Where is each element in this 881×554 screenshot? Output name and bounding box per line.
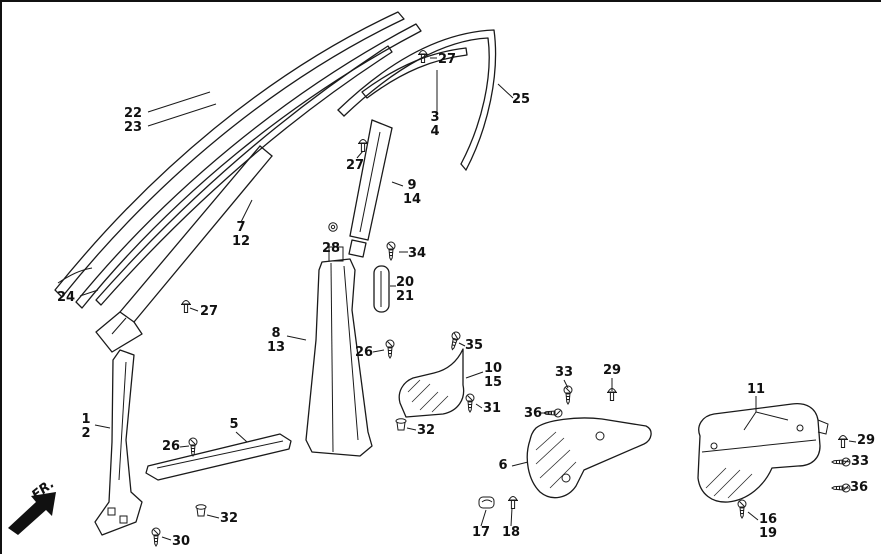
pillar-bracket bbox=[373, 265, 390, 313]
screw-icon bbox=[385, 339, 395, 359]
leader-lines bbox=[79, 57, 857, 541]
rear-armrest-bracket bbox=[697, 402, 829, 503]
callout-28: 28 bbox=[322, 241, 340, 256]
fr-direction-arrow: FR. bbox=[8, 477, 57, 535]
callout-26: 26 bbox=[162, 439, 180, 454]
callout-34: 34 bbox=[408, 246, 426, 261]
callout-27: 27 bbox=[346, 158, 364, 173]
screw-icon bbox=[188, 437, 198, 457]
trim-cap bbox=[478, 496, 495, 509]
callout-9: 9 bbox=[407, 178, 416, 193]
callout-12: 12 bbox=[232, 234, 250, 249]
screw-icon bbox=[448, 330, 462, 352]
callout-17: 17 bbox=[472, 525, 490, 540]
callout-25: 25 bbox=[512, 92, 530, 107]
callout-10: 10 bbox=[484, 361, 502, 376]
callout-29: 29 bbox=[857, 433, 875, 448]
callout-4: 4 bbox=[430, 124, 439, 139]
callout-18: 18 bbox=[502, 525, 520, 540]
clip-fastener-icon bbox=[180, 300, 192, 313]
callout-1: 1 bbox=[81, 412, 90, 427]
callout-26: 26 bbox=[355, 345, 373, 360]
center-pillar-lower-garnish bbox=[305, 246, 373, 457]
roof-side-moldings bbox=[54, 11, 422, 309]
screw-icon bbox=[737, 499, 747, 519]
callout-33: 33 bbox=[555, 365, 573, 380]
callout-29: 29 bbox=[603, 363, 621, 378]
callout-11: 11 bbox=[747, 382, 765, 397]
callout-21: 21 bbox=[396, 289, 414, 304]
callout-32: 32 bbox=[220, 511, 238, 526]
front-side-trim bbox=[94, 349, 143, 536]
callout-20: 20 bbox=[396, 275, 414, 290]
callout-13: 13 bbox=[267, 340, 285, 355]
center-pillar-upper-garnish bbox=[348, 119, 393, 258]
callout-14: 14 bbox=[403, 192, 421, 207]
callout-33: 33 bbox=[851, 454, 869, 469]
callout-35: 35 bbox=[465, 338, 483, 353]
callout-36: 36 bbox=[524, 406, 542, 421]
screw-icon bbox=[465, 393, 475, 413]
door-opening-trim bbox=[337, 29, 497, 171]
callout-32: 32 bbox=[417, 423, 435, 438]
callout-16: 16 bbox=[759, 512, 777, 527]
callout-22: 22 bbox=[124, 106, 142, 121]
screw-icon bbox=[386, 241, 396, 261]
clip-fastener-icon bbox=[507, 496, 519, 509]
callout-6: 6 bbox=[498, 458, 507, 473]
callout-8: 8 bbox=[271, 326, 280, 341]
grommet-icon bbox=[395, 418, 407, 431]
callout-2: 2 bbox=[81, 426, 90, 441]
callout-3: 3 bbox=[430, 110, 439, 125]
nut-fastener-icon bbox=[328, 222, 338, 232]
callout-30: 30 bbox=[172, 534, 190, 549]
clip-fastener-icon bbox=[837, 435, 849, 448]
callout-31: 31 bbox=[483, 401, 501, 416]
front-pillar-garnish bbox=[95, 145, 273, 353]
callout-7: 7 bbox=[236, 220, 245, 235]
fr-arrow-icon bbox=[8, 492, 56, 535]
callout-15: 15 bbox=[484, 375, 502, 390]
callout-5: 5 bbox=[229, 417, 238, 432]
screw-icon bbox=[563, 385, 573, 405]
quarter-trim-bracket bbox=[398, 348, 465, 418]
callout-23: 23 bbox=[124, 120, 142, 135]
callout-27: 27 bbox=[200, 304, 218, 319]
sill-scuff-plate bbox=[145, 433, 292, 481]
callout-19: 19 bbox=[759, 526, 777, 541]
callout-27: 27 bbox=[438, 52, 456, 67]
callout-24: 24 bbox=[57, 290, 75, 305]
grommet-icon bbox=[195, 504, 207, 517]
callout-36: 36 bbox=[850, 480, 868, 495]
screw-icon bbox=[151, 527, 161, 547]
front-armrest-bracket bbox=[526, 417, 652, 499]
